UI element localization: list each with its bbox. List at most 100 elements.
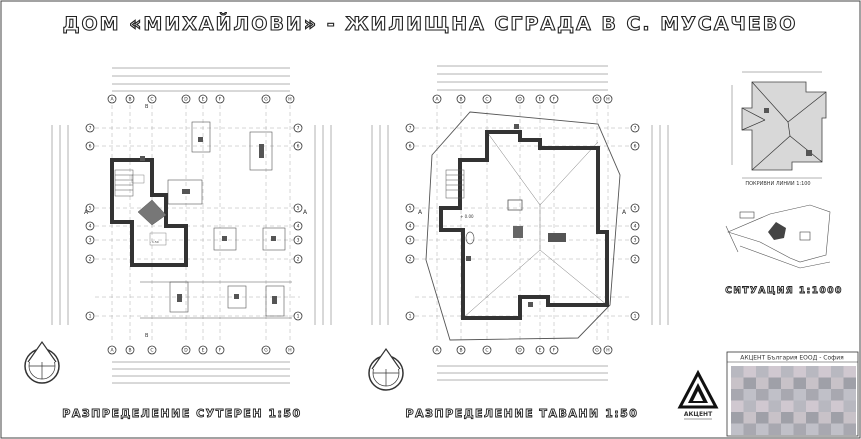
- redacted-pixel: [843, 366, 856, 378]
- redacted-pixel: [831, 389, 844, 401]
- grid-bubble-label: D: [184, 97, 188, 103]
- grid-bubble-label: H: [288, 97, 291, 103]
- redacted-pixel: [843, 400, 856, 412]
- redacted-pixel: [768, 423, 781, 435]
- grid-bubble: 7: [85, 123, 95, 133]
- company-name: АКЦЕНТ България ЕООД - София: [740, 355, 844, 362]
- redacted-pixel: [818, 366, 831, 378]
- redacted-pixel: [831, 412, 844, 424]
- redacted-pixel: [756, 423, 769, 435]
- grid-bubble: A: [107, 94, 117, 104]
- north-arrow-icon: [368, 347, 404, 391]
- basement-walls: [110, 158, 188, 267]
- grid-bubble-label: G: [264, 348, 268, 354]
- grid-bubble-label: 2: [89, 257, 92, 263]
- redacted-pixel: [768, 377, 781, 389]
- redacted-pixel: [818, 377, 831, 389]
- redacted-pixel: [781, 366, 794, 378]
- grid-bubble: 4: [85, 221, 95, 231]
- redacted-pixel: [818, 400, 831, 412]
- grid-bubble-label: G: [264, 97, 268, 103]
- redacted-pixel: [806, 389, 819, 401]
- grid-bubble-label: 4: [634, 224, 637, 230]
- grid-bubble-label: 6: [297, 144, 300, 150]
- grid-bubble: 1: [405, 311, 415, 321]
- grid-bubble-label: 7: [634, 126, 637, 132]
- redacted-pixel: [756, 366, 769, 378]
- grid-bubble: 7: [405, 123, 415, 133]
- grid-bubble: B: [125, 345, 135, 355]
- grid-bubble: 2: [405, 254, 415, 264]
- grid-bubble: F: [549, 94, 559, 104]
- redacted-pixel: [731, 412, 744, 424]
- grid-bubble: C: [147, 345, 157, 355]
- grid-bubble: E: [535, 94, 545, 104]
- grid-bubble-label: E: [539, 97, 542, 103]
- grid-bubble-label: 6: [89, 144, 92, 150]
- grid-bubble-label: 5: [297, 206, 300, 212]
- grid-bubble-label: 4: [297, 224, 300, 230]
- north-arrow-icon: [24, 340, 60, 384]
- grid-bubble: G: [261, 345, 271, 355]
- attic-walls: [439, 130, 609, 320]
- redacted-pixel: [756, 389, 769, 401]
- grid-bubble-label: 3: [409, 238, 412, 244]
- grid-bubble: E: [198, 345, 208, 355]
- redacted-pixel: [793, 366, 806, 378]
- grid-bubble: H: [603, 345, 613, 355]
- grid-bubble-label: H: [606, 348, 609, 354]
- grid-bubble: 6: [630, 141, 640, 151]
- redacted-area: [731, 366, 856, 435]
- basement-stair: [114, 169, 167, 226]
- axis-mark: A: [84, 209, 89, 216]
- grid-bubble-label: C: [485, 97, 488, 103]
- grid-bubble: 4: [293, 221, 303, 231]
- situation-house: [768, 222, 786, 240]
- redacted-pixel: [743, 366, 756, 378]
- grid-bubble: H: [285, 94, 295, 104]
- grid-bubble-label: C: [150, 348, 153, 354]
- grid-bubble-label: D: [184, 348, 188, 354]
- grid-bubble: 7: [293, 123, 303, 133]
- grid-bubble-label: 7: [409, 126, 412, 132]
- grid-bubble: 6: [85, 141, 95, 151]
- grid-bubble-label: 3: [297, 238, 300, 244]
- akcent-logo-icon: [677, 369, 719, 409]
- redacted-pixel: [806, 377, 819, 389]
- grid-bubble: G: [261, 94, 271, 104]
- redacted-pixel: [756, 400, 769, 412]
- attic-chimney: [548, 233, 566, 242]
- attic-roof-hips: [462, 131, 608, 319]
- grid-bubble: 4: [405, 221, 415, 231]
- attic-chimney: [513, 226, 523, 238]
- attic-dimensions-top: [437, 65, 608, 91]
- grid-bubble: E: [535, 345, 545, 355]
- attic-roof-eave: [425, 111, 621, 341]
- grid-bubble: 1: [85, 311, 95, 321]
- attic-dimensions-bottom: [437, 365, 608, 381]
- redacted-pixel: [756, 412, 769, 424]
- grid-bubble: 5: [85, 203, 95, 213]
- basement-caption: РАЗПРЕДЕЛЕНИЕ СУТЕРЕН 1:50: [62, 407, 301, 420]
- grid-bubble: 5: [630, 203, 640, 213]
- grid-bubble: 1: [293, 311, 303, 321]
- grid-bubble-label: E: [202, 97, 205, 103]
- grid-bubble: D: [181, 345, 191, 355]
- redacted-pixel: [843, 389, 856, 401]
- grid-bubble: C: [482, 94, 492, 104]
- situation-plan: СИТУАЦИЯ 1:1000: [725, 204, 842, 296]
- grid-bubble: B: [456, 94, 466, 104]
- grid-bubble-label: G: [595, 348, 599, 354]
- grid-bubble: 3: [405, 235, 415, 245]
- roof-lines-plan: ПОКРИВНИ ЛИНИИ 1:100: [731, 71, 827, 187]
- grid-bubble: 4: [630, 221, 640, 231]
- redacted-pixel: [806, 423, 819, 435]
- grid-bubble-label: H: [606, 97, 609, 103]
- grid-bubble: A: [107, 345, 117, 355]
- redacted-pixel: [831, 377, 844, 389]
- grid-bubble-label: A: [435, 348, 439, 354]
